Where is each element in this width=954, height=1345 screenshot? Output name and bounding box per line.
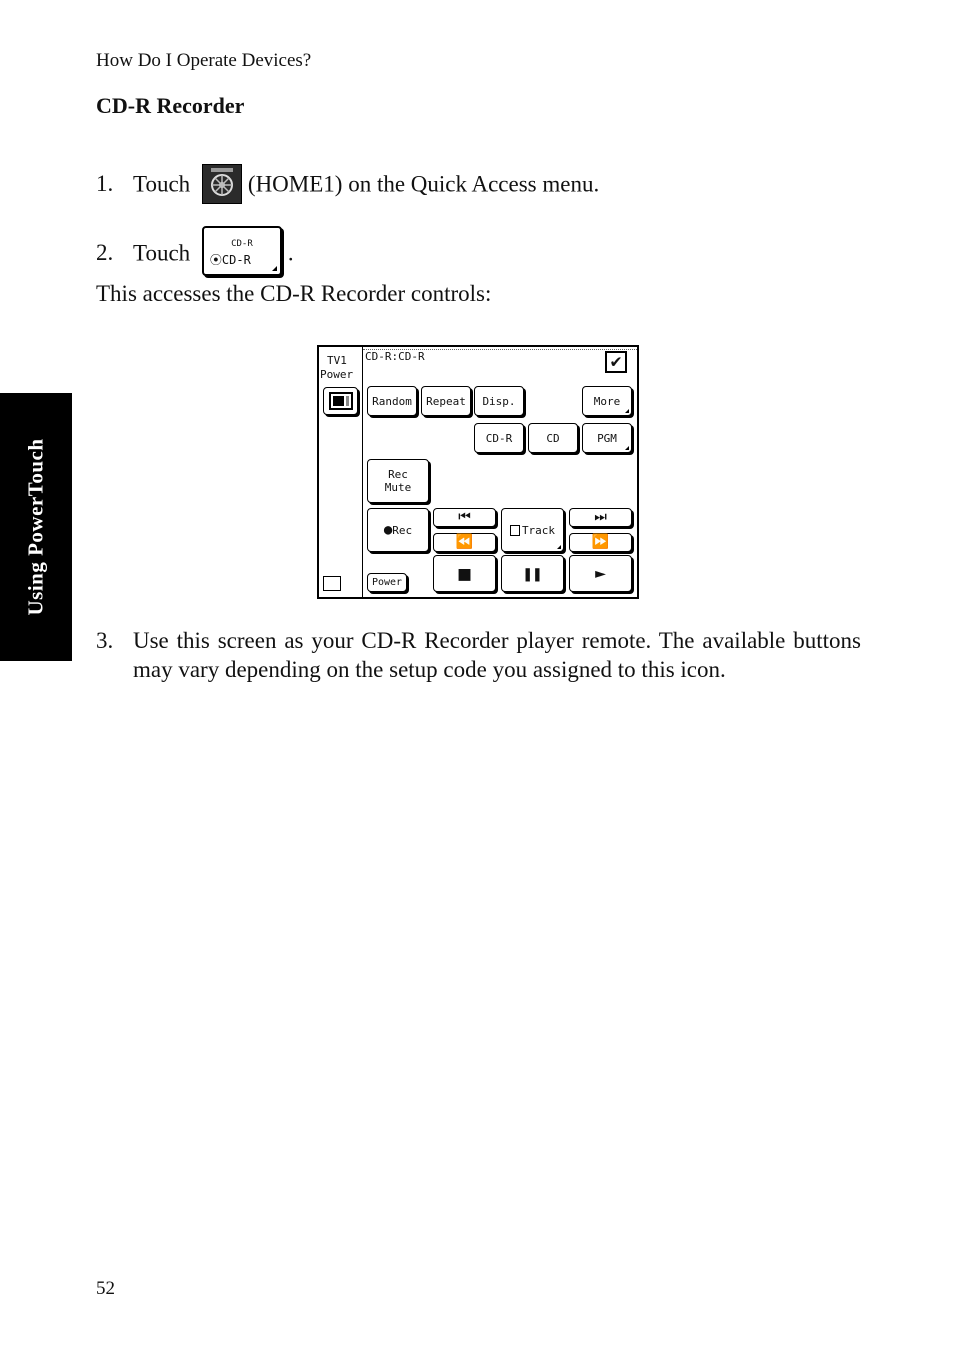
step-3-text: Use this screen as your CD-R Recorder pl… — [133, 628, 861, 682]
skip-forward-icon: ⏭ — [594, 509, 607, 525]
home1-glyph-icon — [210, 168, 233, 196]
device-title: CD-R:CD-R — [365, 350, 425, 363]
section-title: CD-R Recorder — [96, 93, 245, 118]
pgm-label: PGM — [597, 431, 617, 445]
step-number: 1. — [96, 171, 114, 197]
step-text-post: (HOME1) on the Quick Access menu. — [247, 171, 600, 197]
play-icon: ► — [595, 563, 606, 584]
corner-mark-icon — [625, 409, 629, 413]
cd-icon: ⦿ — [209, 253, 222, 267]
repeat-button[interactable]: Repeat — [421, 386, 471, 416]
step-number: 3. — [96, 628, 114, 653]
power-button[interactable]: Power — [367, 573, 407, 592]
corner-mark-icon — [557, 545, 561, 549]
rec-mute-button[interactable]: Rec Mute — [367, 459, 429, 503]
track-label: Track — [521, 523, 556, 537]
side-tab-label: Using PowerTouch — [23, 438, 48, 616]
home1-icon[interactable] — [201, 164, 242, 204]
tv1-label: TV1 — [327, 354, 347, 367]
step-text-pre: Touch — [133, 171, 191, 197]
step-3: 3. Use this screen as your CD-R Recorder… — [96, 626, 861, 684]
corner-mark-icon — [271, 266, 277, 271]
step-text-pre: Touch — [133, 240, 191, 266]
tv-power-button[interactable] — [323, 387, 358, 415]
step-number: 2. — [96, 240, 114, 266]
cdr-button-text: CD-R — [221, 253, 251, 267]
fast-forward-button[interactable]: ⏩ — [569, 533, 632, 552]
more-button[interactable]: More — [582, 386, 632, 416]
cdr-button-top-label: CD-R — [231, 239, 253, 249]
rec-mute-line1: Rec — [388, 468, 408, 481]
pause-icon: ❚❚ — [522, 564, 543, 583]
pause-button[interactable]: ❚❚ — [501, 555, 564, 592]
check-icon[interactable]: ✔ — [605, 351, 627, 373]
random-button[interactable]: Random — [367, 386, 417, 416]
track-button[interactable]: Track — [501, 508, 564, 552]
stop-icon: ■ — [458, 561, 471, 585]
rewind-button[interactable]: ⏪ — [433, 533, 496, 552]
more-label: More — [593, 394, 621, 408]
fast-forward-icon: ⏩ — [591, 534, 610, 550]
running-head: How Do I Operate Devices? — [96, 50, 312, 71]
pgm-button[interactable]: PGM — [582, 423, 632, 453]
device-left-bar — [319, 347, 363, 597]
side-tab: Using PowerTouch — [0, 393, 72, 661]
disp-button[interactable]: Disp. — [474, 386, 524, 416]
tv-icon — [328, 392, 353, 410]
prev-track-button[interactable]: ⏮ — [433, 508, 496, 527]
rewind-icon: ⏪ — [455, 534, 474, 550]
rec-button[interactable]: ●Rec — [367, 508, 429, 552]
rec-mute-line2: Mute — [384, 481, 412, 494]
cdr-button[interactable]: CD-R — [474, 423, 524, 453]
corner-mark-icon — [625, 446, 629, 450]
page-number: 52 — [96, 1278, 115, 1299]
skip-back-icon: ⏮ — [458, 509, 471, 525]
rec-label: Rec — [392, 523, 413, 537]
device-screen: TV1 Power CD-R:CD-R ✔ Random Repeat Disp… — [317, 345, 639, 599]
intro-text: This accesses the CD-R Recorder controls… — [96, 281, 492, 306]
play-button[interactable]: ► — [569, 555, 632, 592]
device-divider — [363, 347, 637, 350]
tv1-label-line1: TV1 — [327, 354, 347, 367]
device-icon[interactable] — [323, 576, 341, 591]
stop-button[interactable]: ■ — [433, 555, 496, 592]
cd-button[interactable]: CD — [528, 423, 578, 453]
step-text-post: . — [287, 240, 294, 266]
step-2: 2.Touch CD-R ⦿CD-R . — [96, 226, 294, 280]
record-dot-icon: ● — [383, 521, 393, 538]
tv1-power-label: Power — [320, 368, 354, 381]
next-track-button[interactable]: ⏭ — [569, 508, 632, 527]
step-1: 1. Touch (HOME1) on the Quick Access menu… — [96, 164, 600, 206]
cdr-device-button[interactable]: CD-R ⦿CD-R — [201, 226, 282, 276]
cdr-button-label: ⦿CD-R — [210, 246, 251, 275]
list-icon — [509, 524, 520, 536]
